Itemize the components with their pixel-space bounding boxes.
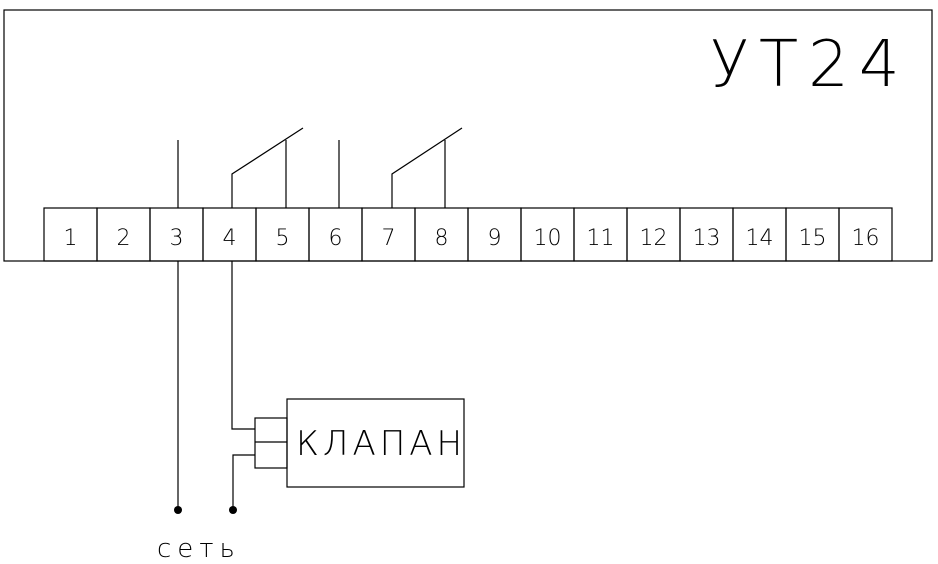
valve: КЛАПАН — [254, 398, 466, 488]
terminal-label-9: 9 — [488, 226, 502, 251]
terminal-label-3: 3 — [170, 226, 184, 251]
terminal-label-4: 4 — [223, 226, 237, 251]
wire-valve-network — [232, 454, 255, 510]
valve-label: КЛАПАН — [296, 424, 466, 464]
network-label: сеть — [157, 534, 241, 564]
terminal-label-6: 6 — [329, 226, 343, 251]
relay-contact-4-5-switch — [231, 127, 304, 208]
terminal-label-5: 5 — [276, 226, 290, 251]
wire-terminal-4-valve — [231, 261, 255, 430]
terminal-label-2: 2 — [117, 226, 131, 251]
device-title: УТ24 — [710, 28, 910, 102]
terminal-label-8: 8 — [435, 226, 449, 251]
terminal-label-1: 1 — [64, 226, 78, 251]
terminal-label-13: 13 — [693, 226, 721, 251]
terminal-label-12: 12 — [640, 226, 668, 251]
external-wiring — [174, 261, 255, 514]
terminal-label-16: 16 — [852, 226, 880, 251]
relay-contact-7-8-switch — [391, 127, 463, 208]
terminal-label-15: 15 — [799, 226, 827, 251]
terminal-label-11: 11 — [587, 226, 615, 251]
terminal-label-7: 7 — [382, 226, 396, 251]
network-node-left — [174, 506, 182, 514]
valve-connector — [254, 417, 288, 469]
terminal-label-14: 14 — [746, 226, 774, 251]
terminal-label-10: 10 — [534, 226, 562, 251]
terminal-cell-16 — [838, 207, 893, 262]
internal-contacts — [177, 127, 463, 208]
network-node-right — [229, 506, 237, 514]
